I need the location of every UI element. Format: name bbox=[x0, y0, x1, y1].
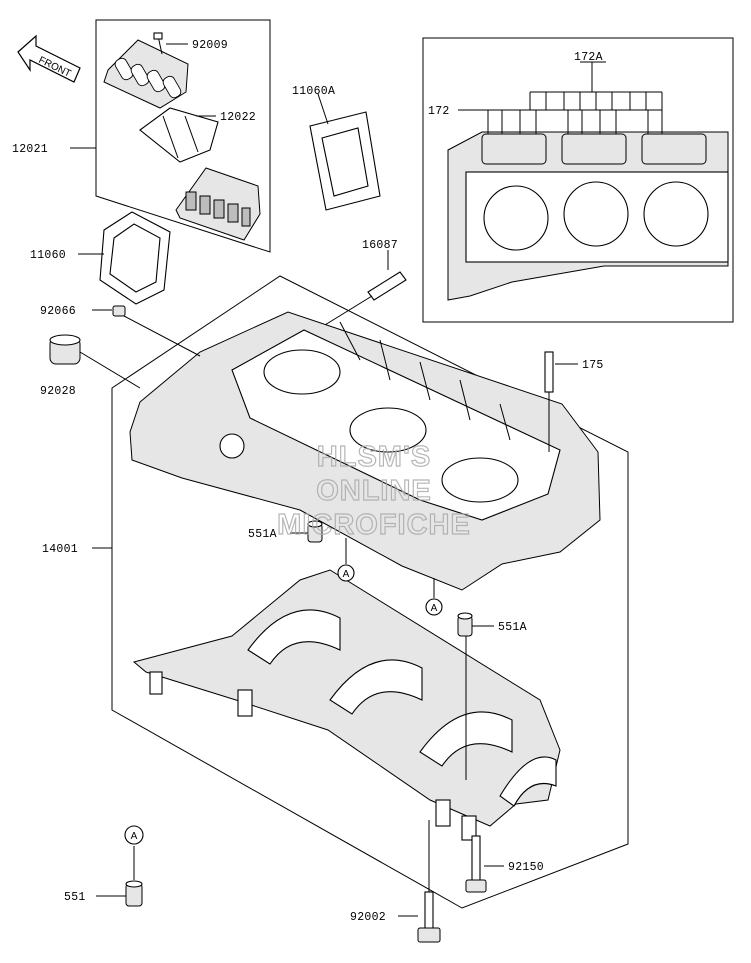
callout-labels: 92009 12022 12021 11060A 11060 16087 172… bbox=[12, 39, 604, 924]
cap-92028 bbox=[49, 334, 81, 365]
front-arrow-icon: FRONT bbox=[17, 34, 81, 83]
dowel-551A-right bbox=[457, 612, 473, 637]
reed-valve-group bbox=[95, 19, 271, 253]
lower-crankcase-bosses bbox=[149, 671, 477, 841]
bolt-92009 bbox=[153, 32, 163, 55]
svg-text:A: A bbox=[343, 569, 350, 580]
callout-175: 175 bbox=[582, 359, 604, 372]
lower-crankcase bbox=[132, 569, 561, 841]
leader-lines bbox=[70, 43, 606, 917]
callout-11060: 11060 bbox=[30, 249, 66, 262]
callout-92028: 92028 bbox=[40, 385, 76, 398]
dowel-551 bbox=[125, 846, 143, 907]
svg-text:HLSM'S: HLSM'S bbox=[317, 441, 431, 473]
exhaust-valve-housings bbox=[481, 133, 707, 165]
svg-text:ONLINE: ONLINE bbox=[316, 475, 432, 507]
ref-marker-a-1: A bbox=[337, 538, 355, 582]
callout-92002: 92002 bbox=[350, 911, 386, 924]
callout-11060A: 11060A bbox=[292, 85, 335, 98]
svg-text:MICROFICHE: MICROFICHE bbox=[277, 509, 471, 541]
stud-175 bbox=[544, 351, 554, 452]
callout-12021: 12021 bbox=[12, 143, 48, 156]
bolt-92002 bbox=[417, 891, 441, 943]
crankcase-assembly-outline bbox=[111, 275, 629, 909]
reed-block bbox=[175, 167, 261, 241]
callout-92150: 92150 bbox=[508, 861, 544, 874]
reed-valve-cover bbox=[103, 39, 189, 109]
cylinder-inset bbox=[422, 37, 734, 323]
gasket-11060 bbox=[99, 211, 171, 305]
reed-plate bbox=[139, 107, 219, 163]
svg-text:A: A bbox=[431, 603, 438, 614]
callout-14001: 14001 bbox=[42, 543, 78, 556]
bolt-92150 bbox=[465, 835, 487, 893]
ref-marker-a-3: A bbox=[124, 825, 144, 845]
callout-172A: 172A bbox=[574, 51, 603, 64]
callout-12022: 12022 bbox=[220, 111, 256, 124]
upper-crankcase-bores bbox=[263, 349, 519, 503]
callout-92009: 92009 bbox=[192, 39, 228, 52]
cylinder-bores bbox=[483, 181, 709, 251]
callout-551A-right: 551A bbox=[498, 621, 527, 634]
plug-92066 bbox=[112, 305, 126, 317]
gasket-11060A bbox=[309, 111, 381, 211]
callout-16087: 16087 bbox=[362, 239, 398, 252]
ref-marker-a-2: A bbox=[425, 578, 443, 616]
upper-crankcase bbox=[129, 311, 601, 591]
callout-92066: 92066 bbox=[40, 305, 76, 318]
watermark: HLSM'S ONLINE MICROFICHE bbox=[277, 440, 471, 541]
callout-172: 172 bbox=[428, 105, 450, 118]
svg-text:A: A bbox=[131, 831, 138, 842]
callout-551A-top: 551A bbox=[248, 528, 277, 541]
callout-551: 551 bbox=[64, 891, 86, 904]
stud-16087 bbox=[319, 271, 407, 329]
